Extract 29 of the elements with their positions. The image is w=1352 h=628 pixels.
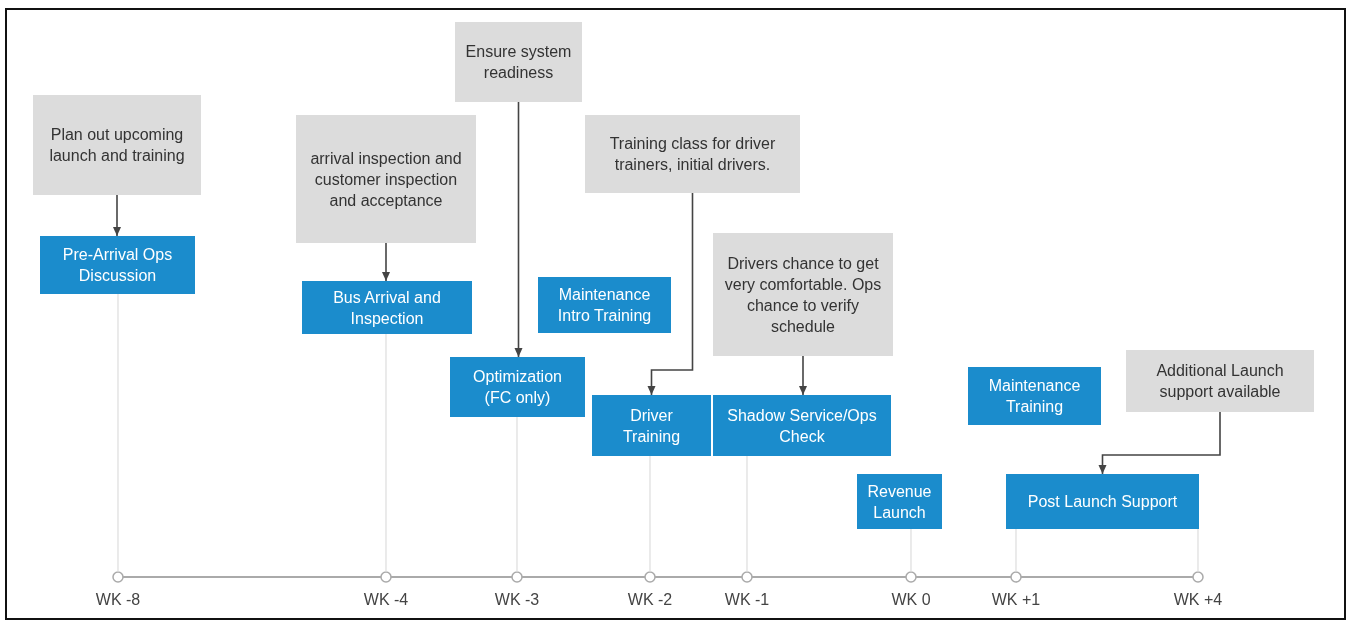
arrow bbox=[647, 192, 694, 396]
week-label: WK -3 bbox=[494, 591, 540, 609]
week-label: WK 0 bbox=[891, 591, 931, 609]
arrow bbox=[382, 242, 390, 282]
note-box: Drivers chance to get very comfortable. Ops chance to verify schedule bbox=[713, 233, 893, 356]
milestone-box: Optimization (FC only) bbox=[450, 357, 585, 417]
arrow bbox=[514, 101, 523, 358]
note-box: Additional Launch support available bbox=[1126, 350, 1314, 412]
milestone-box: Pre-Arrival Ops Discussion bbox=[40, 236, 195, 294]
note-box: Training class for driver trainers, initial drivers. bbox=[585, 115, 800, 193]
week-label: WK -8 bbox=[95, 591, 141, 609]
milestone-box: Post Launch Support bbox=[1006, 474, 1199, 529]
milestone-box: Driver Training bbox=[592, 395, 711, 456]
milestone-box: Maintenance Training bbox=[968, 367, 1101, 425]
week-label: WK -1 bbox=[724, 591, 770, 609]
note-box: Ensure system readiness bbox=[455, 22, 582, 102]
milestone-box: Bus Arrival and Inspection bbox=[302, 281, 472, 334]
week-label: WK +4 bbox=[1173, 591, 1223, 609]
note-box: arrival inspection and customer inspection and acceptance bbox=[296, 115, 476, 243]
milestone-box: Maintenance Intro Training bbox=[538, 277, 671, 333]
week-label: WK +1 bbox=[991, 591, 1041, 609]
arrow bbox=[113, 194, 121, 237]
note-box: Plan out upcoming launch and training bbox=[33, 95, 201, 195]
milestone-box: Revenue Launch bbox=[857, 474, 942, 529]
milestone-box: Shadow Service/Ops Check bbox=[713, 395, 891, 456]
arrow bbox=[1098, 411, 1221, 475]
arrow bbox=[799, 355, 807, 396]
week-label: WK -4 bbox=[363, 591, 409, 609]
week-label: WK -2 bbox=[627, 591, 673, 609]
